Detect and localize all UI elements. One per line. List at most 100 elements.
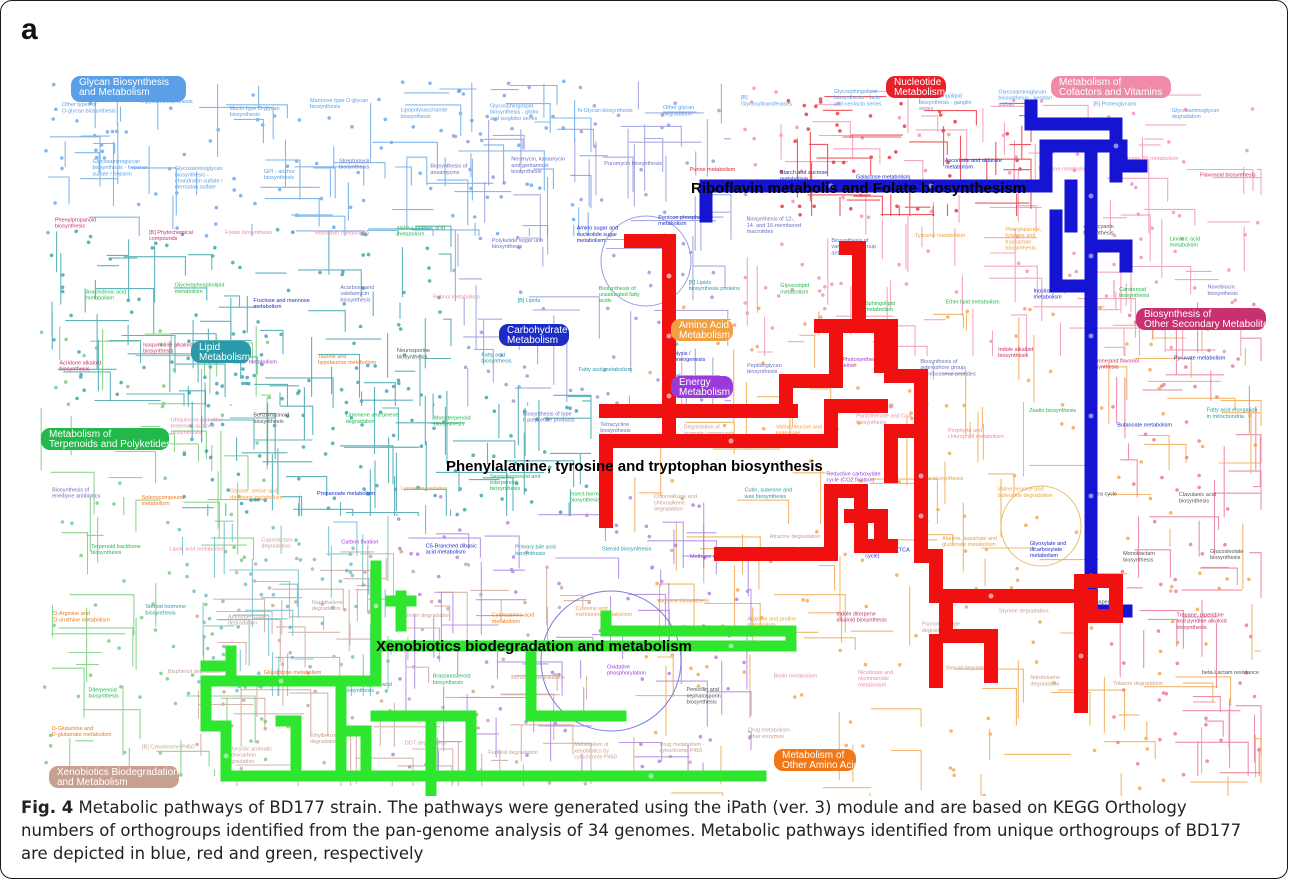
compound-node bbox=[657, 759, 662, 764]
compound-node bbox=[656, 378, 660, 382]
pathway-label-line: Nicotinate and bbox=[858, 670, 893, 676]
pathway-label: Zeatin biosynthesis bbox=[1029, 408, 1076, 414]
compound-node bbox=[384, 389, 389, 393]
compound-nodes bbox=[39, 329, 272, 777]
pathway-label-line: Carotenoid bbox=[1119, 287, 1146, 293]
compound-node bbox=[466, 345, 471, 350]
category-label-line: Metabolism of bbox=[49, 429, 111, 440]
compound-node bbox=[231, 260, 235, 265]
compound-node bbox=[439, 128, 443, 133]
pathway-label-line: isoleucine bbox=[776, 431, 800, 437]
compound-node bbox=[818, 97, 823, 101]
pathway-label: Drug metabolism -other enzymes bbox=[748, 728, 793, 740]
compound-node bbox=[790, 287, 795, 292]
compound-node bbox=[214, 222, 218, 226]
compound-node bbox=[947, 451, 952, 456]
compound-node bbox=[894, 150, 898, 154]
compound-node bbox=[171, 644, 176, 649]
compound-node bbox=[416, 485, 420, 490]
pathway-label-line: Isoquinoline alkaloid bbox=[143, 343, 193, 349]
pathway-label-line: 14- and 16-membered bbox=[747, 223, 801, 229]
compound-node bbox=[105, 130, 110, 134]
compound-node bbox=[1222, 349, 1227, 354]
compound-node bbox=[761, 426, 766, 431]
pathway-label-line: biosynthesis bbox=[1210, 555, 1241, 561]
compound-node bbox=[437, 295, 441, 300]
compound-node bbox=[1131, 111, 1136, 116]
compound-node bbox=[580, 387, 584, 392]
pathway-label-line: Phenylpropanoid bbox=[55, 217, 96, 223]
pathway-label-line: and isoglobo series bbox=[490, 116, 538, 122]
compound-node bbox=[294, 538, 298, 542]
compound-node bbox=[478, 132, 483, 136]
pathway-label-line: [B] Proteoglycans bbox=[1093, 102, 1136, 108]
pathway-label-line: proteins bbox=[834, 363, 854, 369]
compound-node bbox=[182, 494, 186, 499]
compound-node bbox=[479, 330, 484, 335]
compound-node bbox=[165, 677, 170, 681]
compound-node bbox=[236, 472, 241, 477]
compound-node bbox=[647, 270, 651, 275]
compound-node bbox=[195, 742, 199, 747]
compound-node bbox=[410, 418, 414, 423]
pathway-label-line: Biosynthesis of bbox=[52, 488, 89, 494]
compound-node bbox=[579, 129, 584, 134]
compound-node bbox=[1243, 233, 1247, 237]
compound-node bbox=[830, 282, 834, 287]
pathway-label-line: metabolism bbox=[86, 296, 115, 302]
pathway-label-line: terpenoid-quinone bbox=[171, 424, 215, 430]
compound-node bbox=[776, 294, 781, 298]
compound-node bbox=[490, 685, 495, 689]
compound-node bbox=[755, 344, 759, 349]
category-label-line: Energy bbox=[679, 377, 711, 388]
compound-node bbox=[476, 726, 481, 730]
compound-node bbox=[126, 298, 131, 303]
compound-node bbox=[398, 327, 403, 331]
compound-node bbox=[216, 128, 220, 132]
pathway-label-line: Galactose metabolism bbox=[856, 174, 911, 180]
compound-node bbox=[1137, 786, 1142, 790]
pathway-label-line: biosynthesis bbox=[145, 610, 176, 616]
compound-node bbox=[42, 685, 47, 689]
pathway-region-8 bbox=[389, 495, 752, 778]
pathway-label-line: Taurine and bbox=[318, 354, 347, 360]
compound-nodes bbox=[182, 375, 589, 517]
compound-node bbox=[518, 290, 523, 294]
compound-node bbox=[909, 411, 913, 415]
compound-node bbox=[297, 476, 301, 481]
compound-node bbox=[262, 478, 266, 483]
compound-node bbox=[1233, 298, 1238, 302]
compound-node bbox=[279, 332, 283, 337]
compound-node bbox=[1134, 185, 1138, 190]
pathway-label-line: Glycosyltransferases bbox=[741, 101, 792, 107]
compound-node bbox=[857, 421, 861, 425]
compound-node bbox=[1071, 426, 1076, 430]
pathway-label-line: Neurosporine bbox=[397, 348, 430, 354]
pathway-label-line: tryptophan bbox=[1005, 239, 1031, 245]
compound-node bbox=[233, 372, 238, 377]
compound-node bbox=[277, 638, 282, 643]
compound-node bbox=[296, 391, 300, 396]
compound-node bbox=[802, 103, 807, 108]
compound-node bbox=[210, 422, 214, 427]
compound-node bbox=[391, 752, 395, 757]
compound-node bbox=[126, 384, 130, 389]
pathway-label: Toluene degradation bbox=[1113, 681, 1163, 687]
compound-node bbox=[255, 740, 260, 744]
compound-node bbox=[331, 605, 335, 610]
compound-node bbox=[838, 129, 842, 133]
green-path-small bbox=[225, 645, 302, 782]
compound-node bbox=[823, 306, 827, 311]
compound-node bbox=[256, 497, 260, 502]
compound-node bbox=[527, 85, 531, 90]
